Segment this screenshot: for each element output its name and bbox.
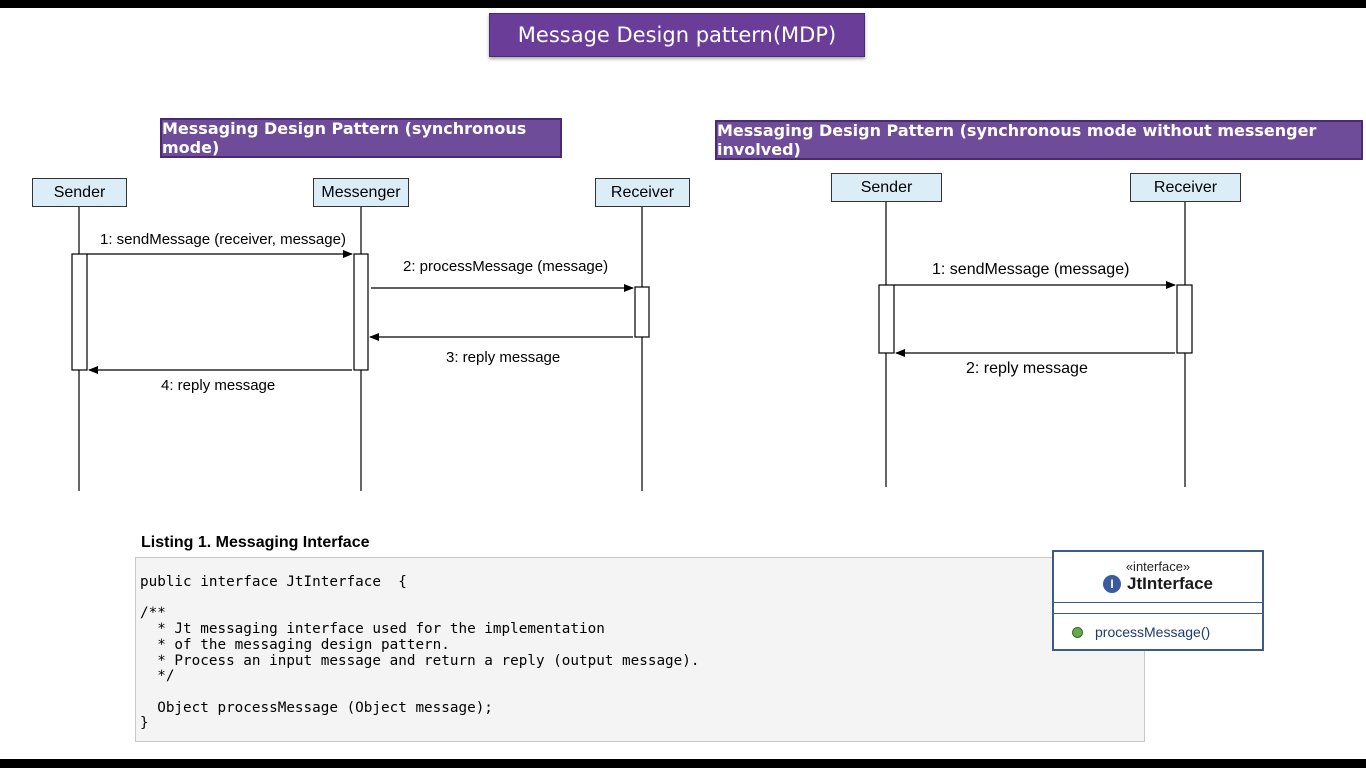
right-diagram-heading: Messaging Design Pattern (synchronous mo… [715, 120, 1363, 160]
lifeline-sender: Sender [32, 178, 127, 207]
msg-label-3: 3: reply message [446, 349, 561, 366]
uml-separator-1 [1054, 602, 1262, 603]
uml-separator-2 [1054, 613, 1262, 614]
right-lifeline-sender: Sender [831, 173, 942, 202]
slide-title: Message Design pattern(MDP) [489, 13, 865, 57]
interface-icon: I [1103, 575, 1121, 593]
right-msg-label-1: 1: sendMessage (message) [932, 261, 1130, 278]
uml-name-text: JtInterface [1127, 574, 1213, 593]
receiver-activation [634, 286, 650, 338]
uml-operation-text: processMessage() [1095, 624, 1211, 640]
sender-activation [71, 253, 88, 371]
right-msg-label-2: 2: reply message [966, 360, 1088, 377]
msg-label-1: 1: sendMessage (receiver, message) [100, 231, 346, 248]
right-lifeline-receiver: Receiver [1130, 173, 1241, 202]
bottom-black-bar [0, 759, 1366, 768]
right-sender-activation [878, 284, 895, 354]
code-listing: public interface JtInterface { /** * Jt … [135, 557, 1145, 742]
listing-title: Listing 1. Messaging Interface [141, 534, 370, 551]
public-operation-icon [1072, 626, 1083, 638]
msg-label-2: 2: processMessage (message) [403, 258, 609, 275]
left-diagram-heading: Messaging Design Pattern (synchronous mo… [160, 118, 562, 158]
code-text: public interface JtInterface { /** * Jt … [140, 574, 700, 732]
uml-stereotype: «interface» [1125, 559, 1191, 574]
uml-interface-box: «interface» I JtInterface processMessage… [1052, 550, 1264, 651]
right-receiver-activation [1176, 284, 1193, 354]
top-black-bar [0, 0, 1366, 8]
uml-class-name: I JtInterface [1054, 574, 1262, 594]
lifeline-receiver: Receiver [595, 178, 690, 207]
uml-operation: processMessage() [1072, 624, 1210, 640]
msg-label-4: 4: reply message [161, 377, 276, 394]
lifeline-messenger: Messenger [313, 178, 409, 207]
messenger-activation [353, 253, 369, 371]
